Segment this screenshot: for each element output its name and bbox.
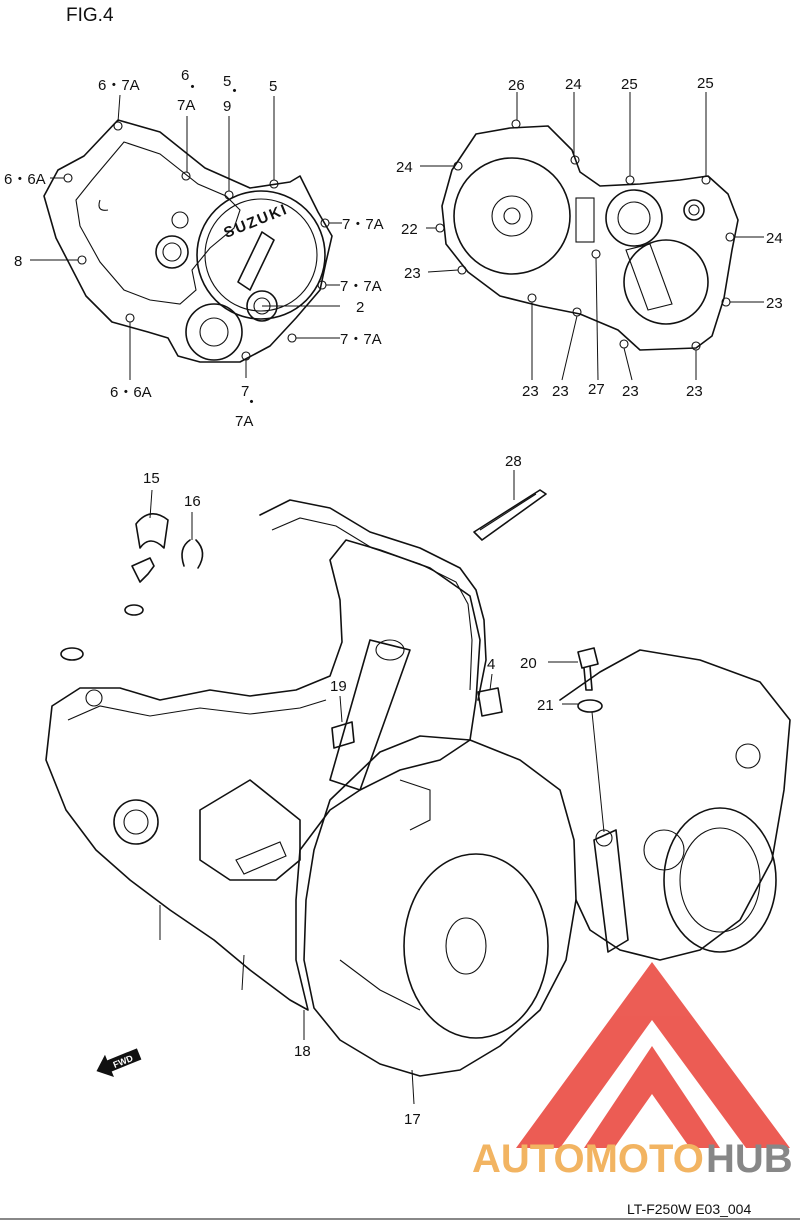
right-cover-labels: 26 24 25 25 24 22 23 24 23 23 23 27 23 2…: [396, 75, 783, 400]
stator-opening: [453, 157, 571, 275]
washer-left: [124, 604, 144, 616]
callout-23: 23: [404, 265, 421, 282]
part-21-washer: [577, 699, 603, 713]
left-cover-labels: 6・7A 6 ・ 7A 5 ・ 9 5 6・6A 8 7・7A 7・7A 2 7…: [4, 67, 384, 430]
callout-7-7A: 7・7A: [340, 331, 382, 348]
svg-text:・: ・: [227, 83, 242, 100]
callout-4: 4: [487, 656, 495, 673]
fwd-label: FWD: [112, 1053, 135, 1070]
reference-code: LT-F250W E03_004: [627, 1201, 751, 1217]
callout-15: 15: [143, 470, 160, 487]
svg-text:・: ・: [244, 394, 259, 411]
callout-7-7A: 7・7A: [342, 216, 384, 233]
watermark-logo: AUTOMOTO HUB: [472, 962, 793, 1181]
part-19-dowel: [331, 721, 355, 749]
watermark-text-b: HUB: [706, 1137, 793, 1181]
svg-text:・: ・: [185, 79, 200, 96]
callout-7-7A: 7・7A: [340, 278, 382, 295]
callout-25: 25: [697, 75, 714, 92]
callout-19: 19: [330, 678, 347, 695]
callout-18: 18: [294, 1043, 311, 1060]
callout-5: 5: [269, 78, 277, 95]
figure-title: FIG.4: [66, 5, 114, 26]
generator-cover-dome: [196, 190, 326, 320]
callout-23: 23: [686, 383, 703, 400]
callout-17: 17: [404, 1111, 421, 1128]
callout-7A: 7A: [177, 97, 195, 114]
callout-9: 9: [223, 98, 231, 115]
callout-24: 24: [766, 230, 783, 247]
callout-20: 20: [520, 655, 537, 672]
callout-24: 24: [565, 76, 582, 93]
callout-6-6A: 6・6A: [4, 171, 46, 188]
callout-5: 5: [223, 73, 231, 90]
callout-27: 27: [588, 381, 605, 398]
right-cover-leaders: [420, 92, 764, 381]
left-cover-leaders: [30, 94, 342, 380]
callout-6: 6: [181, 67, 189, 84]
callout-25: 25: [621, 76, 638, 93]
assembly-labels: 28 15 16 4 20 19 21 18 17: [143, 453, 554, 1128]
part-4-dowel: [477, 687, 503, 717]
callout-16: 16: [184, 493, 201, 510]
loose-parts: [60, 489, 603, 749]
clutch-housing-bore: [403, 853, 549, 1039]
assembly-leaders: [149, 470, 605, 1105]
part-28-plate: [473, 489, 547, 541]
callout-26: 26: [508, 77, 525, 94]
callout-6-7A: 6・7A: [98, 77, 140, 94]
fwd-direction-arrow: FWD: [96, 1048, 142, 1078]
watermark-text-a: AUTOMOTO: [472, 1137, 704, 1181]
callout-23: 23: [552, 383, 569, 400]
left-crankcase-cover: SUZUKI: [43, 119, 333, 363]
right-crankcase-cover: [435, 119, 739, 351]
callout-23: 23: [522, 383, 539, 400]
part-20-bolt: [577, 647, 599, 691]
part-16-ring: [181, 539, 204, 569]
callout-28: 28: [505, 453, 522, 470]
callout-8: 8: [14, 253, 22, 270]
callout-7: 7: [241, 383, 249, 400]
callout-23: 23: [622, 383, 639, 400]
callout-22: 22: [401, 221, 418, 238]
callout-21: 21: [537, 697, 554, 714]
callout-7A: 7A: [235, 413, 253, 430]
bolt-left: [131, 557, 155, 583]
callout-6-6A: 6・6A: [110, 384, 152, 401]
callout-24: 24: [396, 159, 413, 176]
callout-2: 2: [356, 299, 364, 316]
callout-23: 23: [766, 295, 783, 312]
crankcase-assembly: [45, 499, 791, 1077]
part-15-seal: [135, 513, 169, 549]
